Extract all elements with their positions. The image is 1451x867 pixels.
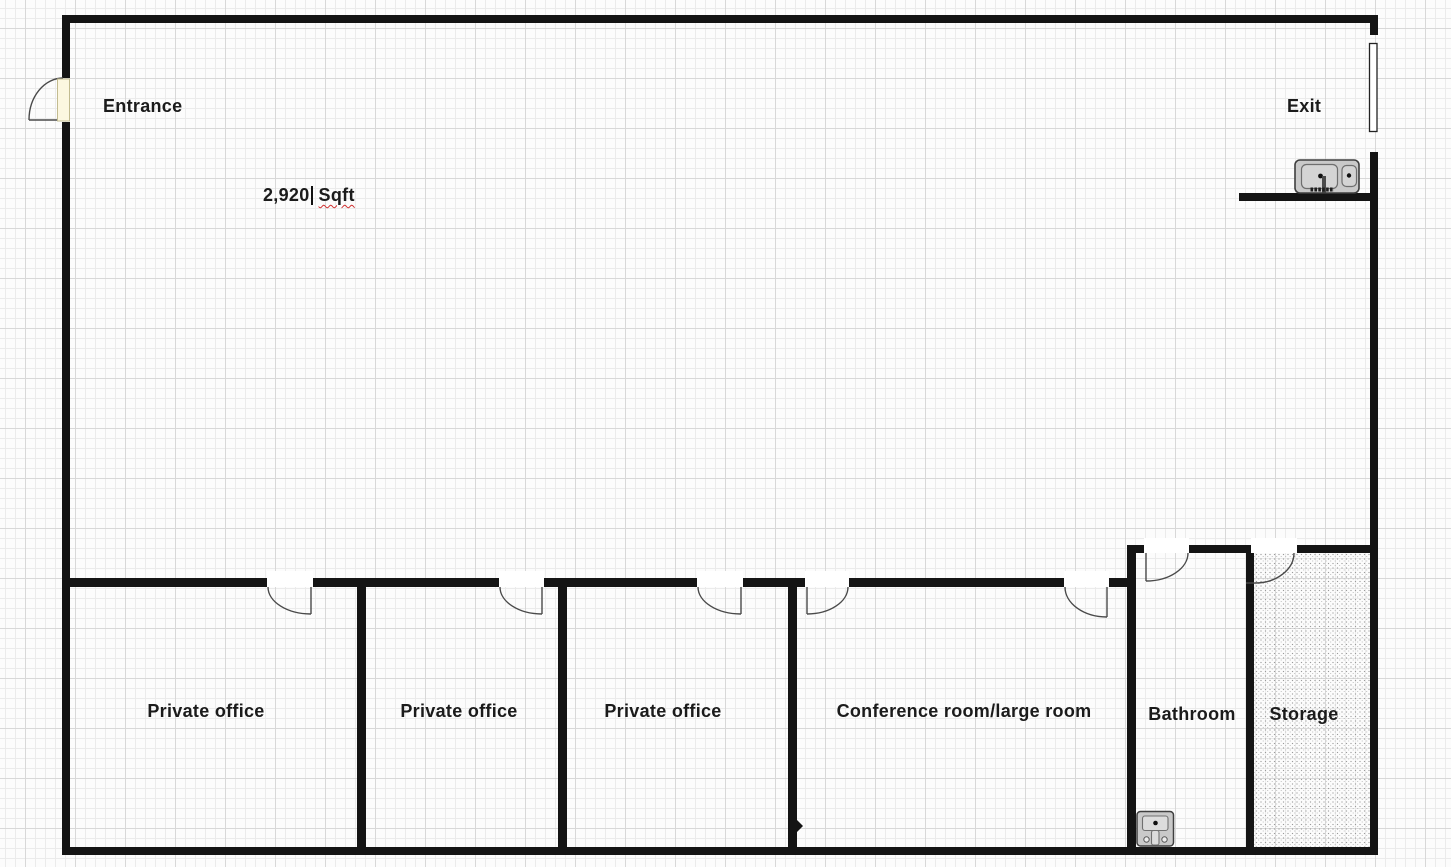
wall-right-upper[interactable] [1370, 15, 1378, 35]
sink-drain-right [1346, 173, 1352, 178]
wall-office2-office3[interactable] [558, 582, 567, 847]
exit-door[interactable] [1368, 42, 1378, 133]
area-unit[interactable]: Sqft [318, 185, 355, 205]
sink-drain-left [1318, 173, 1323, 179]
wall-office3-conference[interactable] [788, 582, 797, 847]
area-value[interactable]: 2,920 [263, 185, 310, 205]
toilet-icon[interactable] [1136, 810, 1175, 847]
text-cursor [310, 186, 313, 205]
conference-left-door-opening [805, 571, 849, 587]
label-private-office-2[interactable]: Private office [400, 701, 518, 721]
bathroom-door-opening [1144, 538, 1189, 553]
conference-left-door[interactable] [805, 571, 849, 615]
entrance-door-leaf [57, 78, 70, 122]
office2-door-opening [499, 571, 544, 587]
label-private-office-1[interactable]: Private office [147, 701, 265, 721]
storage-wall-seg[interactable] [1297, 545, 1378, 553]
wall-left-upper[interactable] [62, 15, 70, 78]
exit-label[interactable]: Exit [1287, 96, 1322, 116]
bathroom-door[interactable] [1144, 538, 1189, 582]
interior-walls[interactable] [62, 193, 1378, 847]
office-wall-seg-4[interactable] [742, 578, 806, 587]
sink-faucet [1322, 176, 1326, 193]
storage-door-arc [1254, 552, 1295, 584]
storage-door-opening [1251, 538, 1297, 553]
toilet-foot-left [1143, 836, 1150, 843]
conference-right-door[interactable] [1064, 571, 1109, 618]
entrance-door-arc [28, 77, 64, 121]
office-wall-seg-1[interactable] [62, 578, 268, 587]
exit-door-leaf [1368, 42, 1378, 133]
label-bathroom[interactable]: Bathroom [1148, 704, 1236, 724]
toilet-tank-button [1153, 820, 1158, 826]
storage-door[interactable] [1246, 538, 1297, 584]
bath-wall-seg-1[interactable] [1127, 545, 1145, 553]
wall-right-lower[interactable] [1370, 152, 1378, 855]
office3-door[interactable] [697, 571, 743, 615]
wall-left-lower[interactable] [62, 122, 70, 855]
outer-walls[interactable] [62, 15, 1378, 855]
office2-door[interactable] [499, 571, 544, 615]
bathroom-door-arc [1145, 552, 1189, 582]
wall-bathroom-left[interactable] [1127, 545, 1136, 847]
entrance-door[interactable] [28, 77, 70, 122]
label-private-office-3[interactable]: Private office [604, 701, 722, 721]
conference-right-door-arc [1064, 586, 1108, 618]
storage-floor-texture [1254, 553, 1370, 847]
office-wall-seg-5[interactable] [848, 578, 1065, 587]
conference-right-door-opening [1064, 571, 1109, 587]
conference-left-door-arc [806, 586, 849, 615]
wall-notch [797, 820, 803, 832]
sink-icon[interactable] [1294, 159, 1360, 194]
office1-door-opening [267, 571, 313, 587]
office2-door-arc [499, 586, 543, 615]
entrance-label[interactable]: Entrance [103, 96, 183, 116]
bath-wall-seg-2[interactable] [1188, 545, 1252, 553]
office3-door-opening [697, 571, 743, 587]
office-wall-seg-2[interactable] [312, 578, 500, 587]
wall-bathroom-storage[interactable] [1246, 549, 1254, 847]
wall-office1-office2[interactable] [357, 582, 366, 847]
wall-sink-counter[interactable] [1239, 193, 1378, 201]
wall-top[interactable] [62, 15, 1378, 23]
label-conference-room[interactable]: Conference room/large room [836, 701, 1092, 721]
area-text[interactable]: 2,920 Sqft [263, 185, 355, 206]
office1-door-arc [267, 586, 312, 615]
office-wall-seg-3[interactable] [543, 578, 698, 587]
office-wall-seg-6[interactable] [1108, 578, 1136, 587]
label-storage[interactable]: Storage [1269, 704, 1339, 724]
office3-door-arc [697, 586, 742, 615]
wall-bottom[interactable] [62, 847, 1378, 855]
toilet-foot-right [1161, 836, 1168, 843]
toilet-bowl [1150, 829, 1160, 846]
office1-door[interactable] [267, 571, 313, 615]
